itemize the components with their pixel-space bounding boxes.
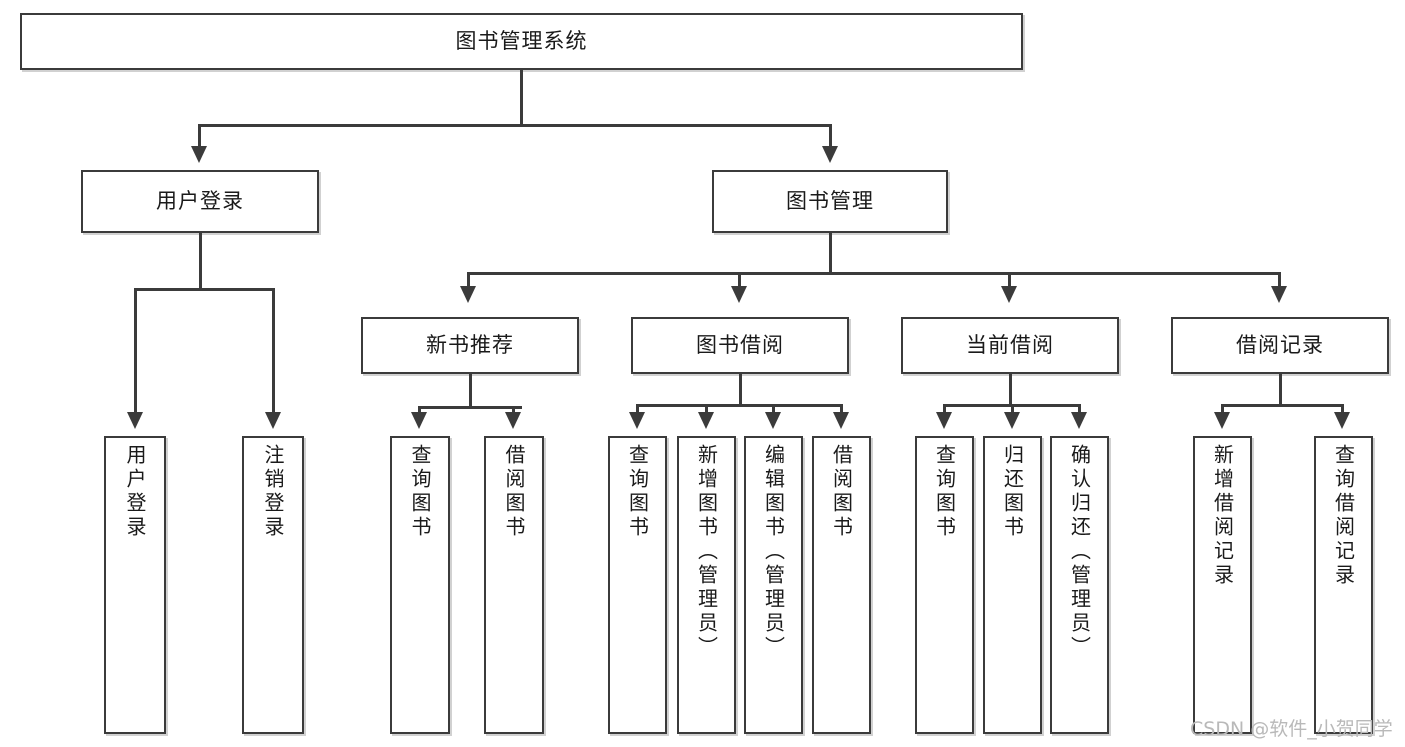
connector-borrow-record-bus	[1221, 404, 1344, 407]
arrowhead-user-login	[191, 146, 207, 163]
connector-bm-drop-borrow-record	[1278, 272, 1281, 288]
leaf-add-record[interactable]: 新增借阅记录	[1193, 436, 1252, 734]
arrowhead-leaf-return-book	[1004, 412, 1020, 429]
leaf-user-logout[interactable]: 注销登录	[242, 436, 304, 734]
connector-book-manage-stem	[829, 233, 832, 274]
node-new-book-recommend[interactable]: 新书推荐	[361, 317, 579, 374]
arrowhead-leaf-user-logout	[265, 412, 281, 429]
arrowhead-borrow-record	[1271, 286, 1287, 303]
connector-user-login-stem	[199, 233, 202, 290]
connector-bm-drop-current-borrow	[1008, 272, 1011, 288]
connector-new-book-stem	[469, 374, 472, 408]
leaf-add-book[interactable]: 新增图书（管理员）	[677, 436, 736, 734]
node-book-manage[interactable]: 图书管理	[712, 170, 948, 233]
connector-cb-drop-1	[943, 404, 946, 414]
node-label: 新增图书（管理员）	[694, 444, 719, 660]
connector-book-borrow-stem	[739, 374, 742, 406]
arrowhead-leaf-query-book-1	[411, 412, 427, 429]
node-label: 借阅图书	[502, 444, 526, 540]
node-label: 新书推荐	[426, 333, 514, 358]
node-label: 用户登录	[123, 444, 147, 540]
leaf-query-book-2[interactable]: 查询图书	[608, 436, 667, 734]
node-label: 借阅记录	[1236, 333, 1324, 358]
arrowhead-new-book-recommend	[460, 286, 476, 303]
connector-user-login-drop-1	[134, 288, 137, 414]
arrowhead-book-borrow	[731, 286, 747, 303]
node-root-system[interactable]: 图书管理系统	[20, 13, 1023, 70]
node-label: 查询借阅记录	[1331, 444, 1356, 588]
connector-bb-drop-2	[705, 404, 708, 414]
leaf-query-book-1[interactable]: 查询图书	[390, 436, 450, 734]
arrowhead-leaf-confirm-return	[1071, 412, 1087, 429]
node-label: 借阅图书	[829, 444, 854, 540]
connector-new-book-bus	[418, 406, 522, 409]
node-label: 注销登录	[261, 444, 285, 540]
node-book-borrow[interactable]: 图书借阅	[631, 317, 849, 374]
node-label: 图书管理	[786, 189, 874, 214]
node-label: 查询图书	[625, 444, 650, 540]
leaf-edit-book[interactable]: 编辑图书（管理员）	[744, 436, 803, 734]
leaf-user-login[interactable]: 用户登录	[104, 436, 166, 734]
node-label: 当前借阅	[966, 333, 1054, 358]
arrowhead-leaf-borrow-book-2	[833, 412, 849, 429]
leaf-borrow-book-2[interactable]: 借阅图书	[812, 436, 871, 734]
arrowhead-leaf-edit-book	[765, 412, 781, 429]
connector-book-borrow-bus	[636, 404, 841, 407]
leaf-query-book-3[interactable]: 查询图书	[915, 436, 974, 734]
connector-br-drop-1	[1221, 404, 1224, 414]
node-label: 确认归还（管理员）	[1067, 444, 1092, 660]
connector-user-login-drop-2	[272, 288, 275, 414]
node-label: 归还图书	[1000, 444, 1025, 540]
node-label: 图书管理系统	[455, 29, 588, 54]
node-borrow-record[interactable]: 借阅记录	[1171, 317, 1389, 374]
arrowhead-leaf-query-book-2	[629, 412, 645, 429]
connector-user-login-bus	[134, 288, 272, 291]
connector-root-drop-user-login	[198, 124, 201, 148]
arrowhead-leaf-add-book	[698, 412, 714, 429]
node-current-borrow[interactable]: 当前借阅	[901, 317, 1119, 374]
connector-bm-drop-new-book	[467, 272, 470, 288]
connector-book-manage-bus	[467, 272, 1281, 275]
leaf-query-record[interactable]: 查询借阅记录	[1314, 436, 1373, 734]
connector-root-bus	[198, 124, 831, 127]
connector-bb-drop-3	[772, 404, 775, 414]
node-label: 编辑图书（管理员）	[761, 444, 786, 660]
connector-root-drop-book-manage	[829, 124, 832, 148]
arrowhead-current-borrow	[1001, 286, 1017, 303]
connector-bb-drop-4	[840, 404, 843, 414]
arrowhead-leaf-query-record	[1334, 412, 1350, 429]
node-label: 查询图书	[408, 444, 432, 540]
connector-borrow-record-stem	[1279, 374, 1282, 406]
connector-nb-drop-1	[418, 406, 421, 414]
node-label: 用户登录	[156, 189, 244, 214]
arrowhead-book-manage	[822, 146, 838, 163]
arrowhead-leaf-borrow-book-1	[505, 412, 521, 429]
node-label: 新增借阅记录	[1210, 444, 1235, 588]
connector-bb-drop-1	[636, 404, 639, 414]
arrowhead-leaf-query-book-3	[936, 412, 952, 429]
connector-current-borrow-stem	[1009, 374, 1012, 406]
connector-root-stem	[520, 70, 523, 126]
leaf-return-book[interactable]: 归还图书	[983, 436, 1042, 734]
connector-nb-drop-2	[512, 406, 515, 414]
leaf-confirm-return[interactable]: 确认归还（管理员）	[1050, 436, 1109, 734]
connector-cb-drop-2	[1011, 404, 1014, 414]
node-label: 图书借阅	[696, 333, 784, 358]
connector-br-drop-2	[1341, 404, 1344, 414]
arrowhead-leaf-add-record	[1214, 412, 1230, 429]
connector-cb-drop-3	[1078, 404, 1081, 414]
node-user-login[interactable]: 用户登录	[81, 170, 319, 233]
leaf-borrow-book-1[interactable]: 借阅图书	[484, 436, 544, 734]
connector-bm-drop-book-borrow	[738, 272, 741, 288]
node-label: 查询图书	[932, 444, 957, 540]
arrowhead-leaf-user-login	[127, 412, 143, 429]
